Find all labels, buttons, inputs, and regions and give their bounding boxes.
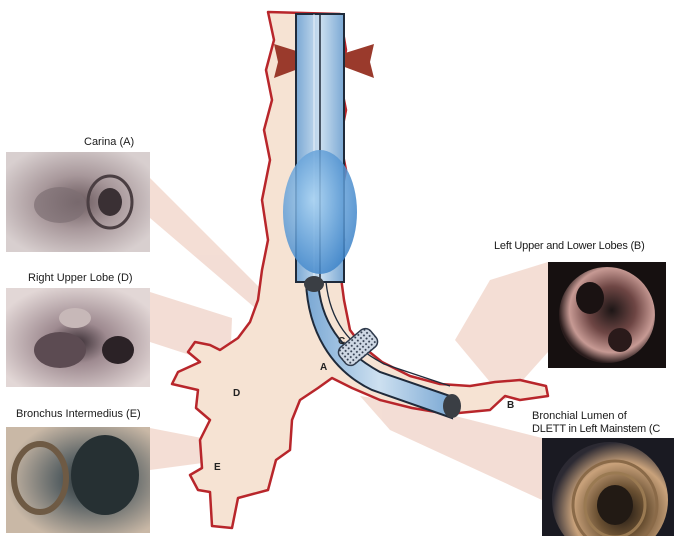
marker-d: D	[233, 388, 240, 399]
caption-bronchial-lumen-line1: Bronchial Lumen of	[532, 410, 627, 423]
scope-image-bronchus-intermedius	[6, 427, 150, 533]
scope-image-carina	[6, 152, 150, 252]
caption-right-upper-lobe: Right Upper Lobe (D)	[28, 272, 133, 285]
tracheal-cuff	[283, 150, 357, 274]
marker-a: A	[320, 362, 327, 373]
scope-image-right-upper-lobe	[6, 288, 150, 387]
marker-e: E	[214, 462, 221, 473]
caption-bronchus-intermedius: Bronchus Intermedius (E)	[16, 408, 141, 421]
marker-b: B	[507, 400, 514, 411]
marker-c: C	[338, 336, 345, 347]
scope-image-left-upper-lower	[548, 262, 666, 368]
tube-tip-bronchial	[443, 394, 461, 418]
callout-left-upper-lower	[455, 262, 548, 400]
caption-carina: Carina (A)	[84, 136, 134, 149]
caption-left-upper-lower: Left Upper and Lower Lobes (B)	[494, 240, 645, 253]
scope-image-dlett-lumen	[542, 438, 674, 536]
caption-bronchial-lumen-line2: DLETT in Left Mainstem (C	[532, 423, 660, 436]
tube-tip-tracheal	[304, 276, 324, 292]
